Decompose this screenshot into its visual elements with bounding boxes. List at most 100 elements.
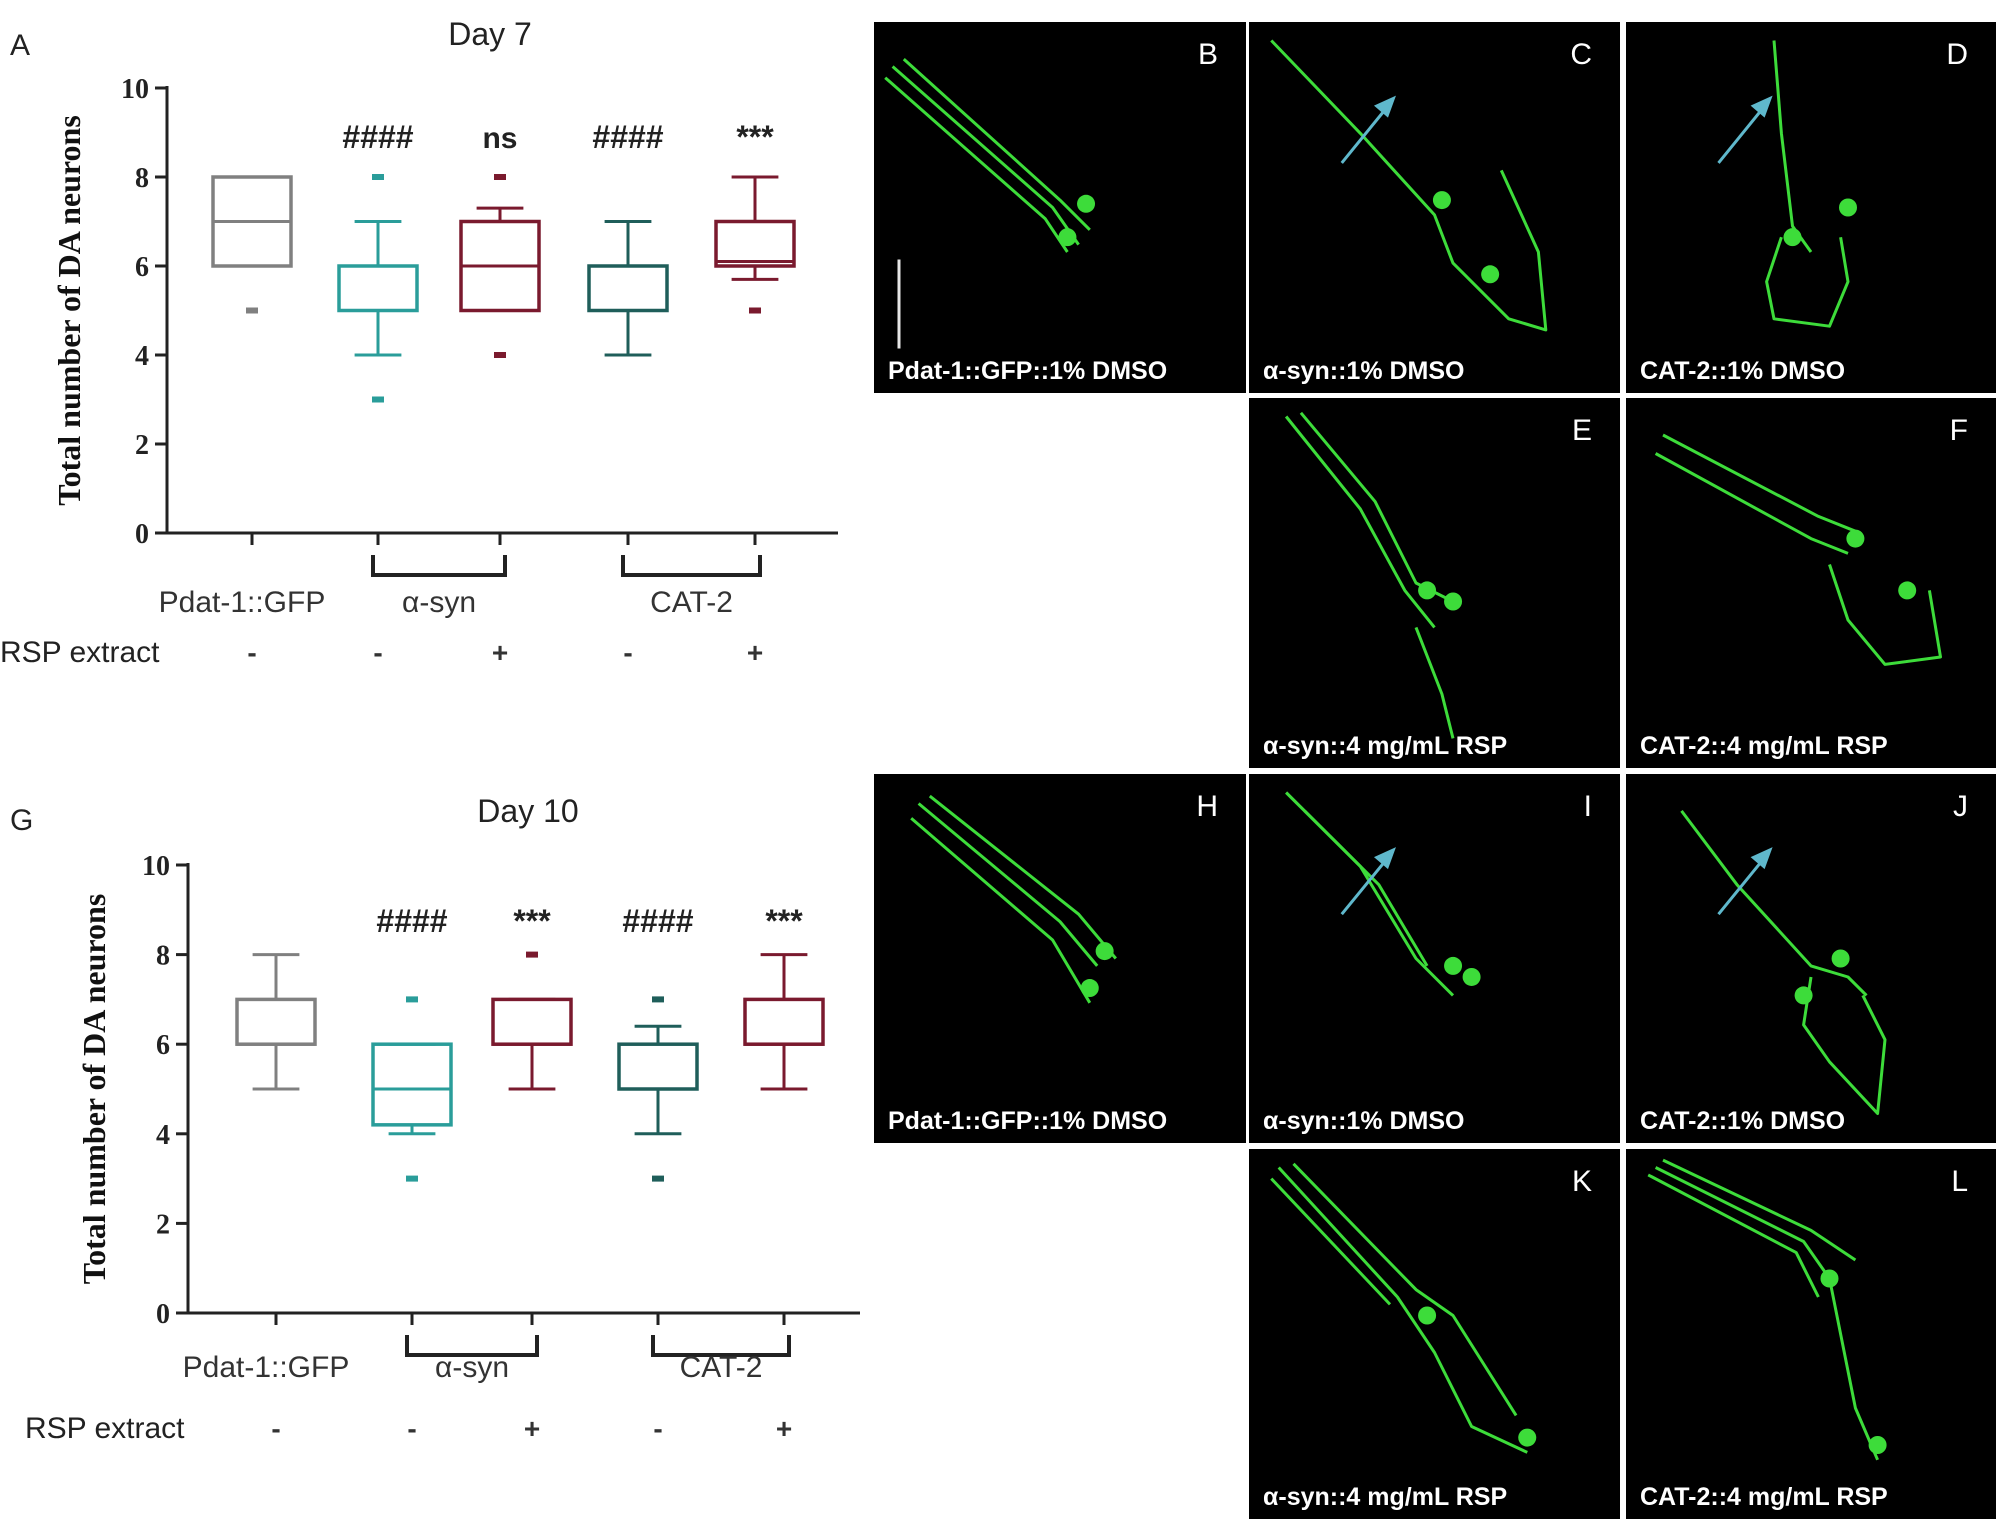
micrograph-K: Kα-syn::4 mg/mL RSP <box>1249 1149 1620 1519</box>
rsp-indicator: - <box>247 637 256 668</box>
box <box>617 1042 699 1091</box>
neuron-cell-body <box>1794 986 1813 1005</box>
significance-label: #### <box>376 903 447 939</box>
micrograph-caption: CAT-2::1% DMSO <box>1640 357 1845 385</box>
outlier-point <box>652 996 664 1003</box>
arrow-head <box>1750 95 1773 118</box>
x-tick-label: Pdat-1::GFP <box>183 1351 350 1384</box>
significance-label: ns <box>482 122 517 155</box>
neuron-process <box>1828 564 1942 666</box>
outlier-point <box>526 951 538 958</box>
neuron-process <box>1284 415 1436 629</box>
micrograph-C: Cα-syn::1% DMSO <box>1249 22 1620 393</box>
y-tick-label: 8 <box>135 163 149 194</box>
micrograph-letter: B <box>1198 38 1218 71</box>
rsp-indicator: - <box>271 1413 280 1444</box>
bracket-label: CAT-2 <box>680 1351 763 1384</box>
significance-label: #### <box>342 119 413 155</box>
group-bracket <box>651 1335 791 1357</box>
micrograph-background <box>1249 774 1620 1143</box>
neuron-process <box>1647 1173 1820 1298</box>
micrograph-letter: H <box>1196 790 1218 823</box>
outlier-point <box>406 1175 418 1182</box>
panel-letter: A <box>10 29 30 62</box>
neuron-process <box>910 817 1092 1004</box>
micrograph-letter: K <box>1572 1165 1592 1198</box>
bracket-label: α-syn <box>402 586 476 619</box>
outlier-point <box>494 174 506 180</box>
micrograph-letter: I <box>1584 790 1592 823</box>
box <box>337 264 419 313</box>
neuron-cell-body <box>1418 581 1437 600</box>
neuron-process <box>1299 411 1454 603</box>
y-tick-label: 2 <box>156 1209 170 1240</box>
outlier-point <box>494 352 506 358</box>
neuron-cell-body <box>1462 967 1481 986</box>
neuron-process <box>1680 809 1868 997</box>
neuron-cell-body <box>1868 1436 1887 1454</box>
micrograph-background <box>1626 22 1996 393</box>
neuron-process <box>1292 1162 1518 1417</box>
neuron-process <box>1303 809 1429 967</box>
y-axis-label: Total number of DA neurons <box>76 894 112 1285</box>
neuron-process <box>1662 1158 1857 1262</box>
neuron-cell-body <box>1820 1269 1839 1288</box>
arrow-head <box>1373 95 1396 118</box>
outlier-point <box>652 1175 664 1182</box>
neuron-process <box>902 57 1091 231</box>
significance-label: #### <box>622 903 693 939</box>
micrograph-caption: Pdat-1::GFP::1% DMSO <box>888 357 1167 385</box>
neuron-cell-body <box>1095 942 1114 961</box>
rsp-indicator: + <box>492 637 508 668</box>
y-tick-label: 10 <box>142 851 170 882</box>
neuron-cell-body <box>1444 956 1463 975</box>
significance-label: *** <box>736 119 774 155</box>
micrograph-caption: α-syn::4 mg/mL RSP <box>1263 1483 1507 1511</box>
neuron-cell-body <box>1783 228 1802 247</box>
y-tick-label: 2 <box>135 430 149 461</box>
neuron-process <box>1285 791 1455 997</box>
neuron-cell-body <box>1846 529 1865 548</box>
neuron-cell-body <box>1432 191 1451 210</box>
group-bracket <box>621 555 762 577</box>
box <box>587 264 669 313</box>
micrograph-background <box>1626 1149 1996 1519</box>
significance-label: *** <box>513 903 551 939</box>
box <box>743 997 825 1046</box>
neuron-process <box>1654 452 1849 555</box>
micrograph-letter: E <box>1572 414 1592 447</box>
box <box>371 1042 453 1127</box>
neuron-process <box>884 76 1069 253</box>
micrograph-background <box>1249 398 1620 768</box>
neuron-process <box>1654 1166 1879 1461</box>
neuron-cell-body <box>1080 979 1099 998</box>
y-tick-label: 6 <box>156 1030 170 1061</box>
arrow-indicator <box>1717 102 1768 164</box>
rsp-indicator: - <box>653 1413 662 1444</box>
neuron-cell-body <box>1077 194 1096 213</box>
y-tick-label: 4 <box>135 341 149 372</box>
micrograph-I: Iα-syn::1% DMSO <box>1249 774 1620 1143</box>
neuron-cell-body <box>1481 265 1500 284</box>
neuron-process <box>928 794 1117 960</box>
outlier-point <box>372 174 384 180</box>
group-bracket <box>371 555 507 577</box>
outlier-point <box>749 307 761 314</box>
micrograph-caption: CAT-2::4 mg/mL RSP <box>1640 1483 1888 1511</box>
rsp-extract-label: RSP extract <box>0 636 160 669</box>
neuron-process <box>1765 236 1850 328</box>
micrograph-caption: α-syn::1% DMSO <box>1263 357 1465 385</box>
bracket-label: CAT-2 <box>650 586 733 619</box>
neuron-cell-body <box>1839 198 1857 217</box>
y-tick-label: 6 <box>135 252 149 283</box>
micrograph-caption: α-syn::4 mg/mL RSP <box>1263 732 1507 760</box>
chart-title: Day 10 <box>477 793 578 829</box>
neuron-cell-body <box>1444 592 1463 611</box>
arrow-indicator <box>1340 102 1392 164</box>
x-tick-label: Pdat-1::GFP <box>159 586 326 619</box>
